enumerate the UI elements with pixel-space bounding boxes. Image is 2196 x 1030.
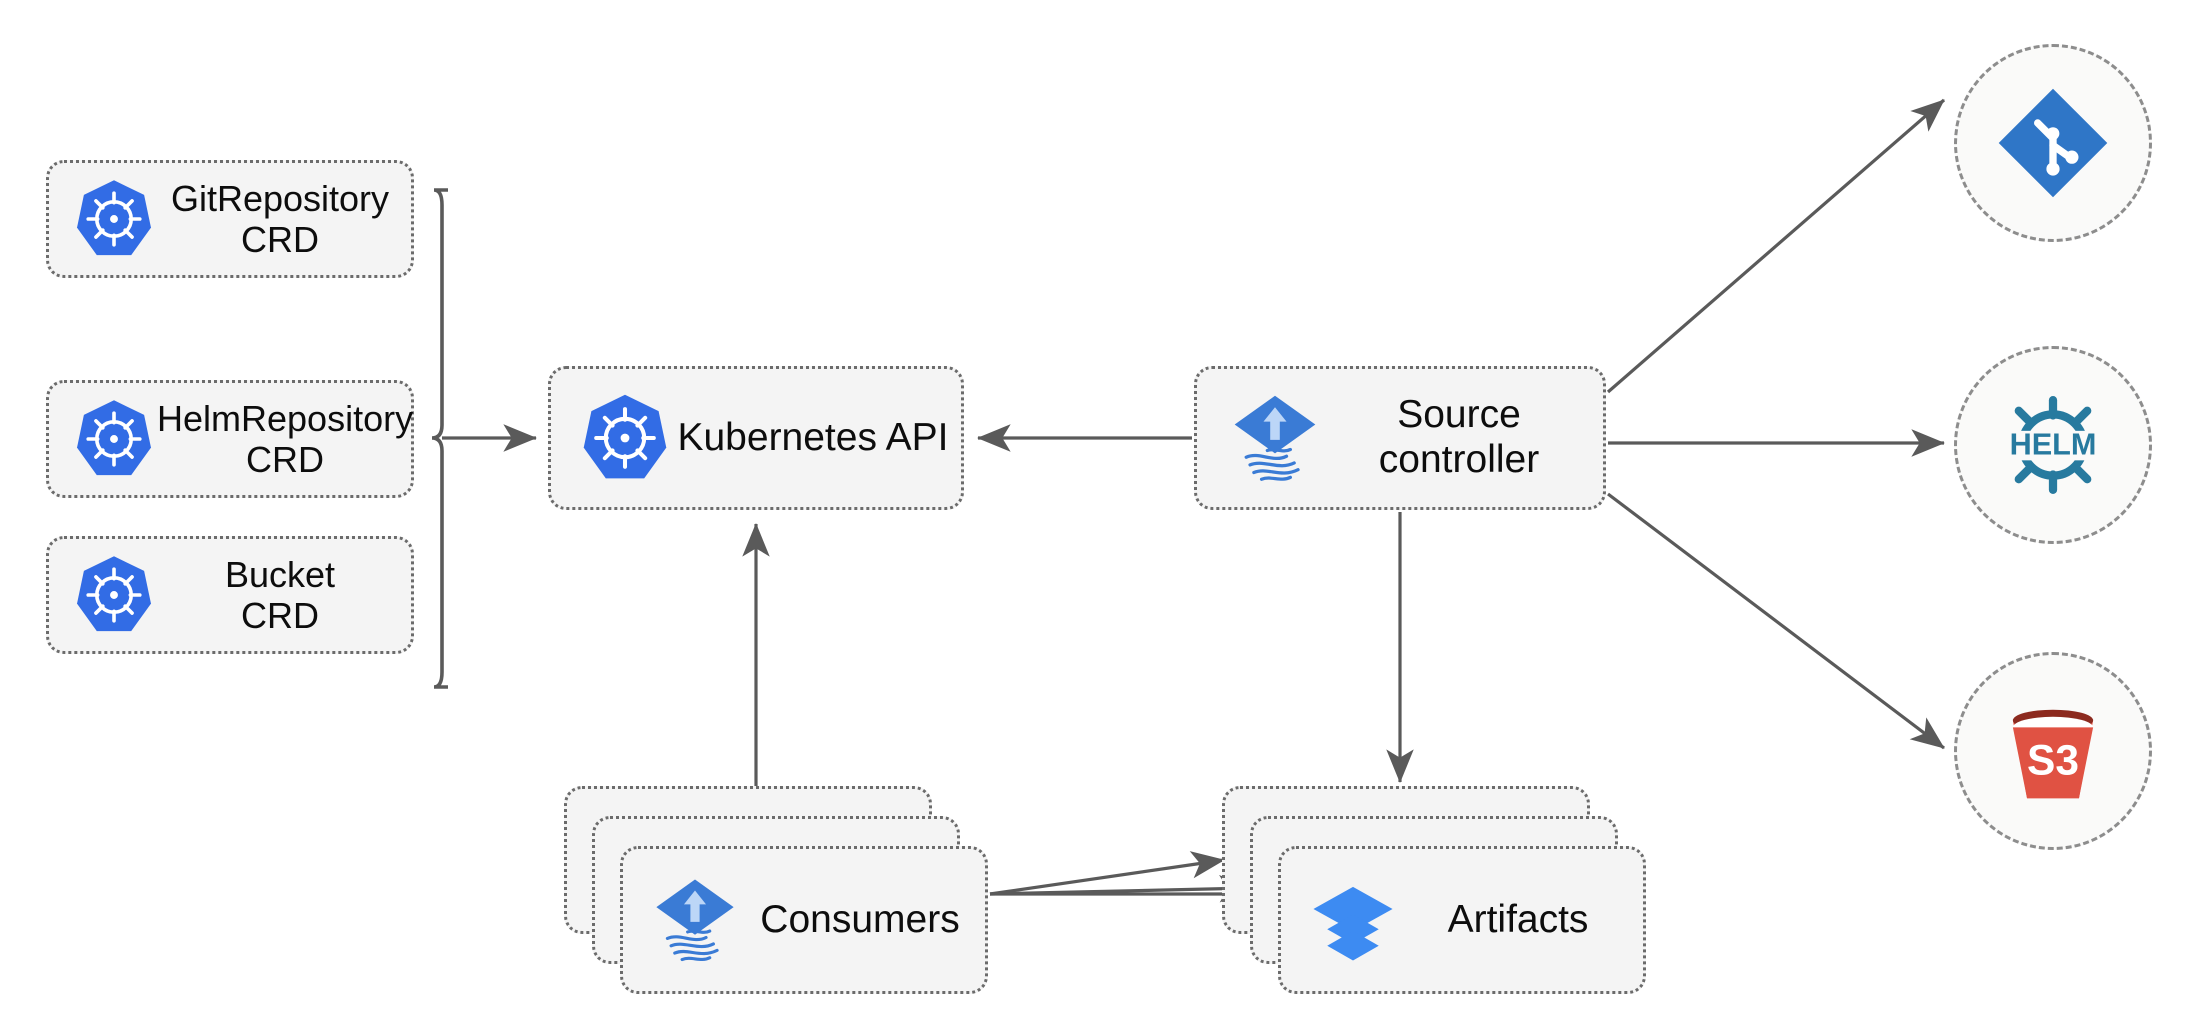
helm-wordmark: HELM xyxy=(2010,427,2097,461)
crd-label: GitRepository CRD xyxy=(170,177,390,260)
crd-card-bucket[interactable]: Bucket CRD xyxy=(46,536,414,654)
external-system-s3[interactable]: S3 xyxy=(1954,652,2152,850)
node-label: Artifacts xyxy=(1447,898,1589,941)
consumers-card-front[interactable]: Consumers xyxy=(620,846,988,994)
helm-icon: HELM xyxy=(1994,386,2112,504)
kubernetes-icon xyxy=(71,552,157,638)
node-kubernetes-api[interactable]: Kubernetes API xyxy=(548,366,964,510)
node-source-controller[interactable]: Source controller xyxy=(1194,366,1606,510)
kubernetes-icon xyxy=(577,390,673,486)
s3-icon: S3 xyxy=(1994,692,2112,810)
crd-label: Bucket CRD xyxy=(224,553,336,636)
crd-card-helmrepository[interactable]: HelmRepository CRD xyxy=(46,380,414,498)
crd-bracket xyxy=(431,188,448,689)
kubernetes-icon xyxy=(71,176,157,262)
node-label: Kubernetes API xyxy=(677,415,949,459)
edge-source-to-s3 xyxy=(1607,492,1945,750)
flux-icon xyxy=(649,874,741,966)
edge-consumers-to-artifacts-2 xyxy=(989,874,1253,903)
node-label: Source controller xyxy=(1378,393,1540,481)
kubernetes-icon xyxy=(71,396,157,482)
layers-icon xyxy=(1307,874,1399,966)
edge-consumers-to-artifacts-1 xyxy=(989,851,1225,896)
external-system-git[interactable] xyxy=(1954,44,2152,242)
s3-wordmark: S3 xyxy=(2027,738,2079,785)
node-label: Consumers xyxy=(760,898,960,941)
external-system-helm[interactable]: HELM xyxy=(1954,346,2152,544)
git-icon xyxy=(1994,84,2112,202)
crd-label: HelmRepository CRD xyxy=(157,397,414,480)
edge-source-to-git xyxy=(1606,98,1946,394)
crd-card-gitrepository[interactable]: GitRepository CRD xyxy=(46,160,414,278)
flux-icon xyxy=(1227,390,1323,486)
artifacts-card-front[interactable]: Artifacts xyxy=(1278,846,1646,994)
